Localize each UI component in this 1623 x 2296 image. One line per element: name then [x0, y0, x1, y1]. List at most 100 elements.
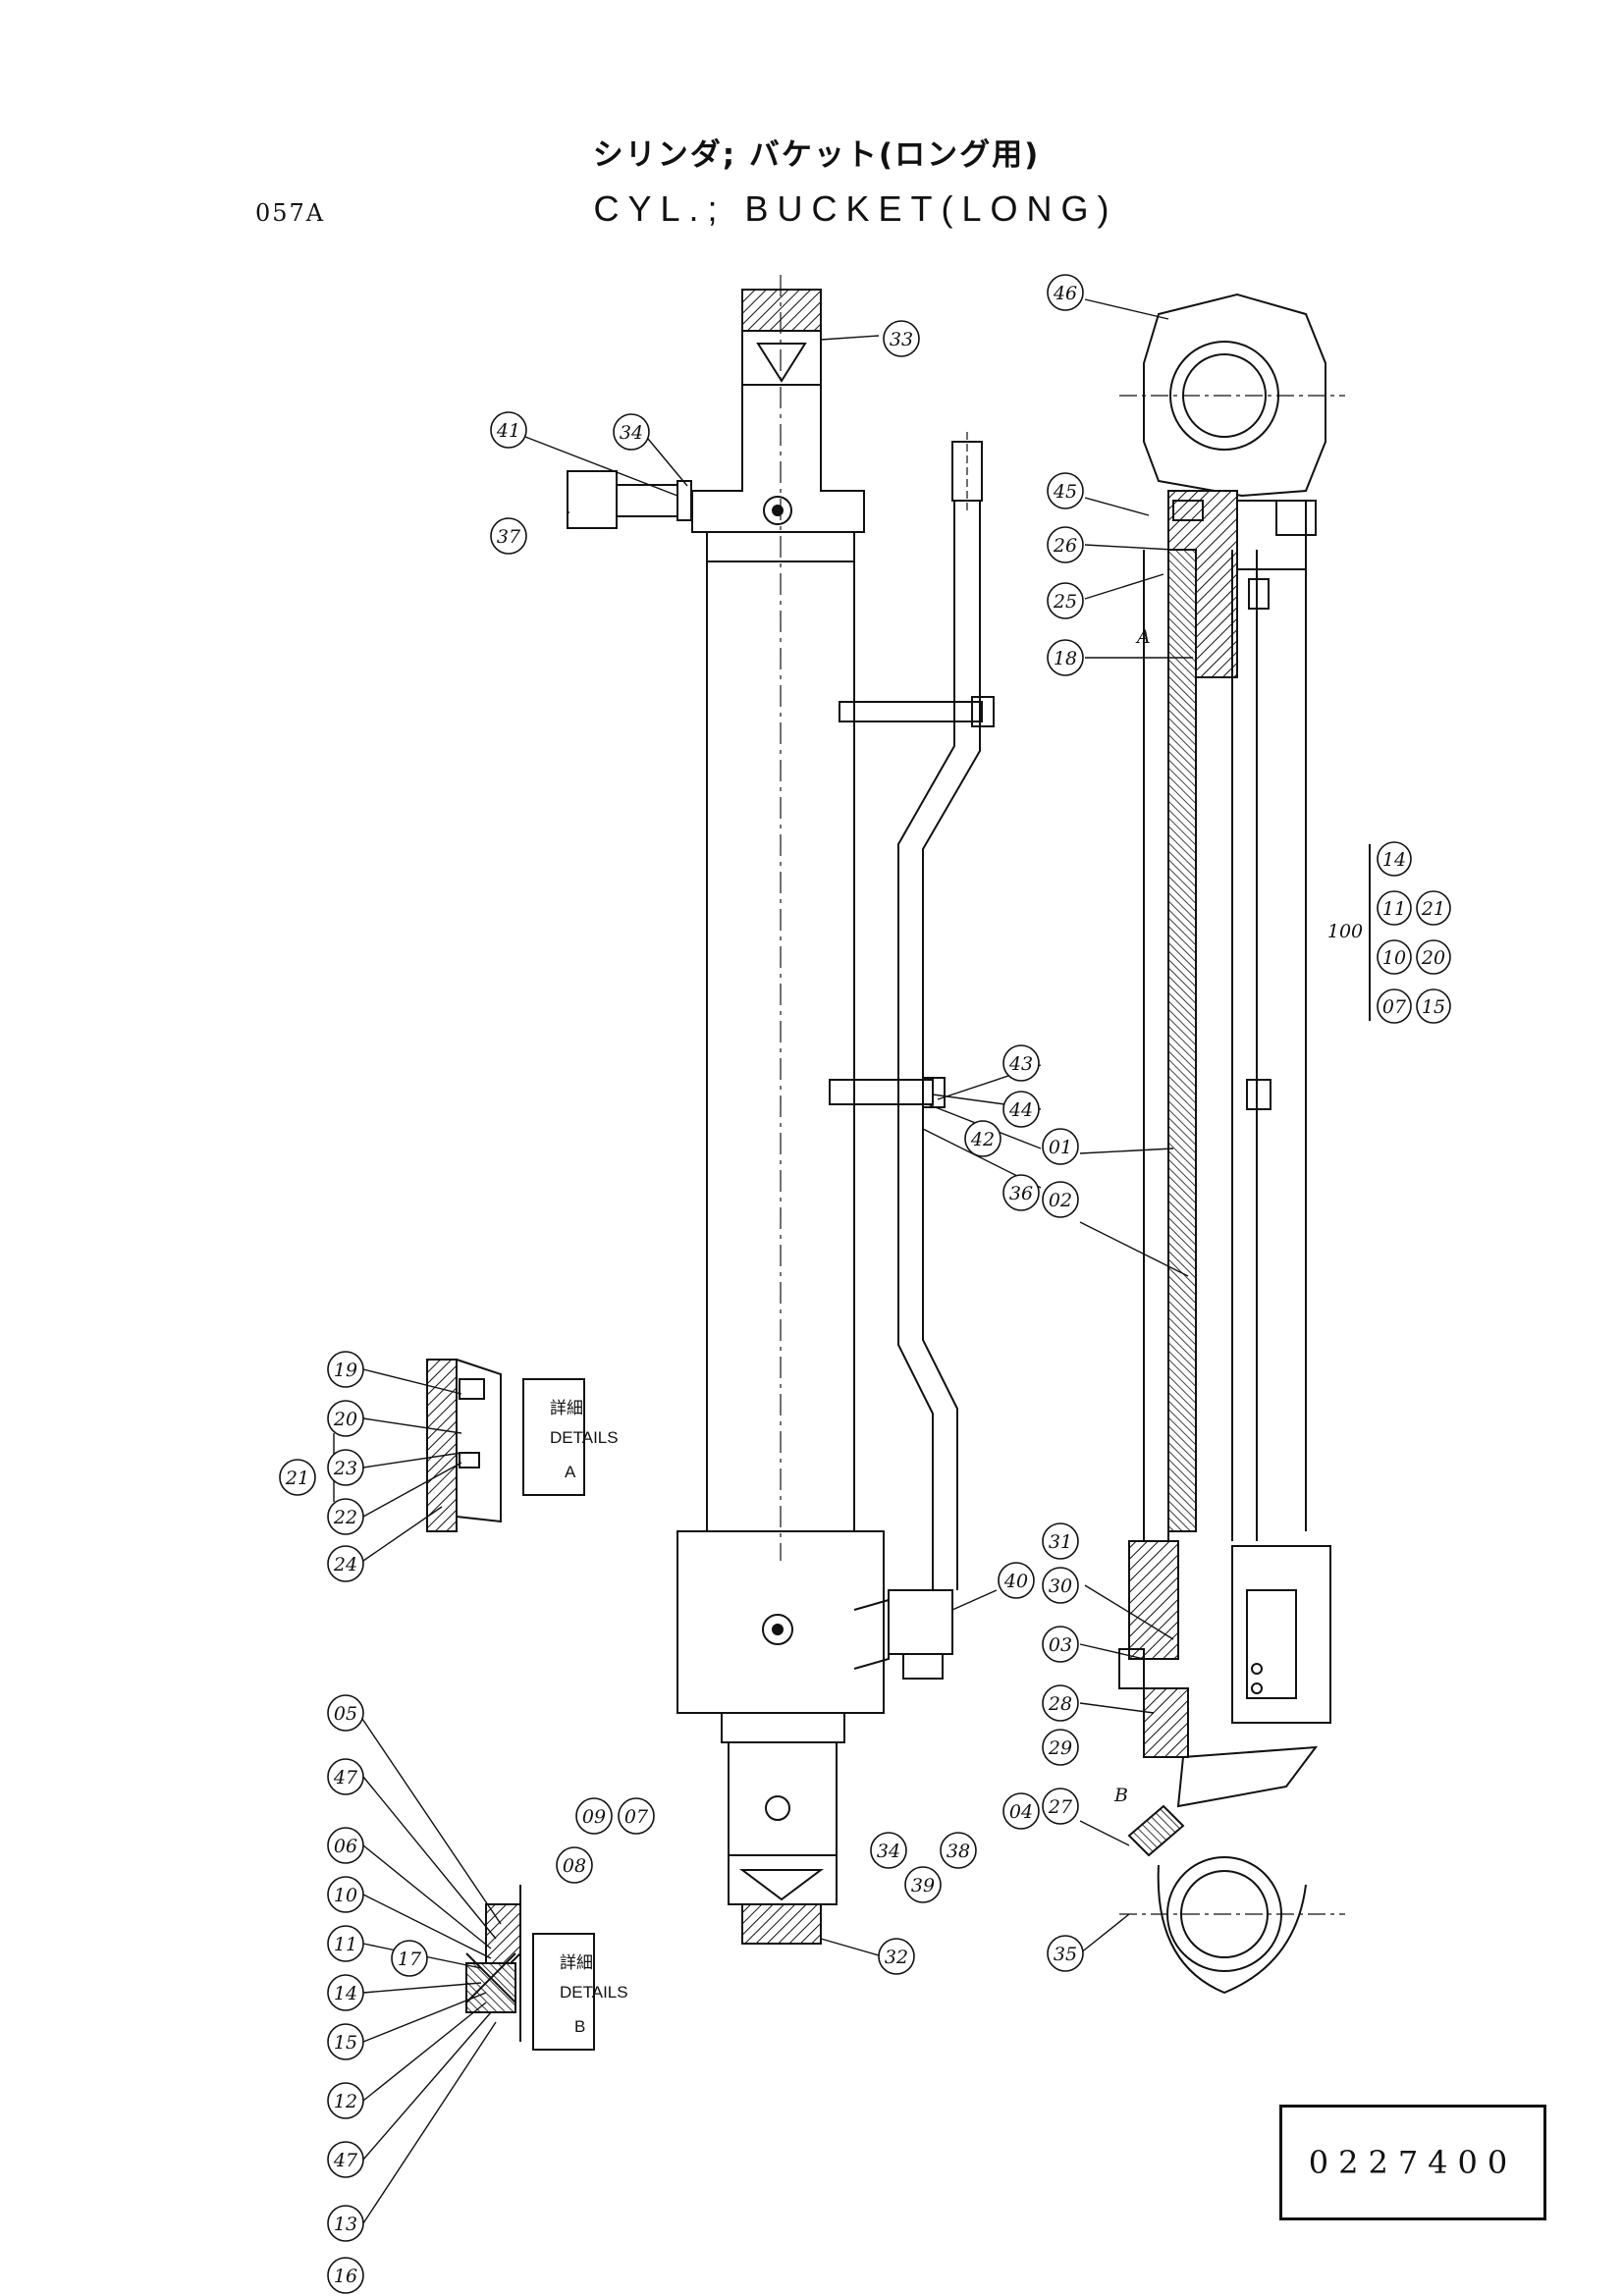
callout-27: 27 — [1042, 1788, 1079, 1825]
svg-text:19: 19 — [334, 1360, 357, 1381]
part-number-box: 0227400 — [1279, 2105, 1546, 2220]
svg-text:45: 45 — [1053, 481, 1077, 503]
callout-09: 09 — [575, 1797, 613, 1835]
callout-kit-14: 14 — [1377, 841, 1412, 877]
svg-text:22: 22 — [333, 1507, 357, 1528]
callout-17: 17 — [391, 1940, 428, 1977]
callout-02: 02 — [1042, 1181, 1079, 1218]
callout-42: 42 — [964, 1120, 1001, 1157]
callout-33: 33 — [883, 320, 920, 357]
svg-text:29: 29 — [1048, 1737, 1072, 1759]
svg-text:01: 01 — [1049, 1137, 1072, 1158]
callout-38: 38 — [940, 1832, 977, 1869]
svg-text:DETAILS: DETAILS — [550, 1428, 619, 1447]
callout-47-top: 47 — [327, 1758, 364, 1795]
svg-text:08: 08 — [563, 1855, 586, 1877]
callout-kit-07: 07 — [1377, 988, 1412, 1024]
callout-39: 39 — [904, 1866, 942, 1903]
callout-46: 46 — [1047, 274, 1084, 311]
callout-13: 13 — [327, 2205, 364, 2242]
svg-text:37: 37 — [497, 526, 521, 548]
svg-text:13: 13 — [334, 2214, 357, 2235]
svg-text:31: 31 — [1049, 1531, 1072, 1553]
callout-kit-11: 11 — [1377, 890, 1412, 926]
detail-a-label: 詳細 DETAILS A — [550, 1399, 619, 1481]
svg-text:35: 35 — [1054, 1944, 1077, 1965]
svg-text:12: 12 — [334, 2091, 357, 2112]
callout-23: 23 — [327, 1449, 364, 1486]
svg-text:26: 26 — [1053, 535, 1077, 557]
callout-40: 40 — [998, 1562, 1035, 1599]
svg-text:38: 38 — [947, 1841, 970, 1862]
svg-text:詳細: 詳細 — [550, 1399, 583, 1417]
callout-kit-21: 21 — [1416, 890, 1451, 926]
callout-35: 35 — [1047, 1935, 1084, 1972]
callout-45: 45 — [1047, 472, 1084, 509]
callout-04: 04 — [1002, 1792, 1040, 1830]
callout-34-top: 34 — [613, 413, 650, 451]
svg-text:40: 40 — [1003, 1571, 1028, 1592]
svg-text:21: 21 — [285, 1468, 309, 1489]
svg-text:36: 36 — [1009, 1183, 1033, 1204]
kit-number: 100 — [1327, 921, 1363, 942]
svg-text:47: 47 — [333, 1767, 358, 1789]
figure-code: 057A — [255, 199, 326, 227]
callout-41: 41 — [490, 411, 527, 449]
callout-10: 10 — [327, 1876, 364, 1913]
svg-text:04: 04 — [1009, 1801, 1033, 1823]
svg-text:20: 20 — [1421, 947, 1445, 969]
title-japanese: シリンダ; バケット(ロング用) — [592, 137, 1041, 173]
svg-text:32: 32 — [885, 1947, 908, 1968]
svg-text:16: 16 — [334, 2266, 357, 2287]
callout-16: 16 — [327, 2257, 364, 2294]
callout-20: 20 — [327, 1400, 364, 1437]
callout-24: 24 — [327, 1545, 364, 1582]
cylinder-external-view — [567, 275, 995, 1945]
svg-text:44: 44 — [1008, 1099, 1033, 1121]
cylinder-sectional-view — [1118, 293, 1345, 1995]
callout-28: 28 — [1042, 1684, 1079, 1722]
callout-25: 25 — [1047, 582, 1084, 619]
callout-37: 37 — [490, 517, 527, 555]
callout-32: 32 — [878, 1938, 915, 1975]
detail-a-section — [426, 1359, 585, 1532]
svg-text:25: 25 — [1053, 591, 1077, 613]
svg-text:11: 11 — [334, 1934, 357, 1955]
callout-08: 08 — [556, 1846, 593, 1884]
svg-text:23: 23 — [333, 1458, 357, 1479]
svg-text:07: 07 — [624, 1806, 649, 1828]
callouts: 33 41 34 37 43 44 42 36 40 34 38 39 32 4… — [279, 274, 1451, 2294]
title-english: CYL.; BUCKET(LONG) — [593, 188, 1118, 229]
callout-03: 03 — [1042, 1626, 1079, 1663]
svg-text:A: A — [565, 1463, 576, 1481]
section-mark-a: A — [1135, 626, 1151, 648]
callout-kit-15: 15 — [1416, 988, 1451, 1024]
svg-text:03: 03 — [1049, 1634, 1072, 1656]
svg-text:34: 34 — [620, 422, 643, 444]
detail-b-section — [465, 1885, 595, 2051]
svg-text:06: 06 — [334, 1836, 357, 1857]
callout-34-bottom: 34 — [870, 1832, 907, 1869]
section-mark-b: B — [1113, 1785, 1128, 1806]
callout-14: 14 — [327, 1974, 364, 2011]
callout-31: 31 — [1042, 1522, 1079, 1560]
callout-kit-20: 20 — [1416, 939, 1451, 975]
svg-text:43: 43 — [1008, 1053, 1033, 1075]
svg-text:20: 20 — [333, 1409, 357, 1430]
callout-36: 36 — [1002, 1174, 1040, 1211]
callout-07: 07 — [618, 1797, 655, 1835]
svg-text:14: 14 — [334, 1983, 357, 2004]
leader-lines — [333, 298, 1193, 2224]
svg-text:24: 24 — [333, 1554, 357, 1575]
svg-text:30: 30 — [1049, 1575, 1072, 1597]
callout-19: 19 — [327, 1351, 364, 1388]
callout-15: 15 — [327, 2023, 364, 2060]
svg-text:17: 17 — [398, 1949, 422, 1970]
callout-01: 01 — [1042, 1128, 1079, 1165]
callout-kit-10: 10 — [1377, 939, 1412, 975]
svg-text:28: 28 — [1048, 1693, 1072, 1715]
callout-21: 21 — [279, 1459, 316, 1496]
svg-text:42: 42 — [970, 1129, 995, 1150]
callout-26: 26 — [1047, 526, 1084, 563]
